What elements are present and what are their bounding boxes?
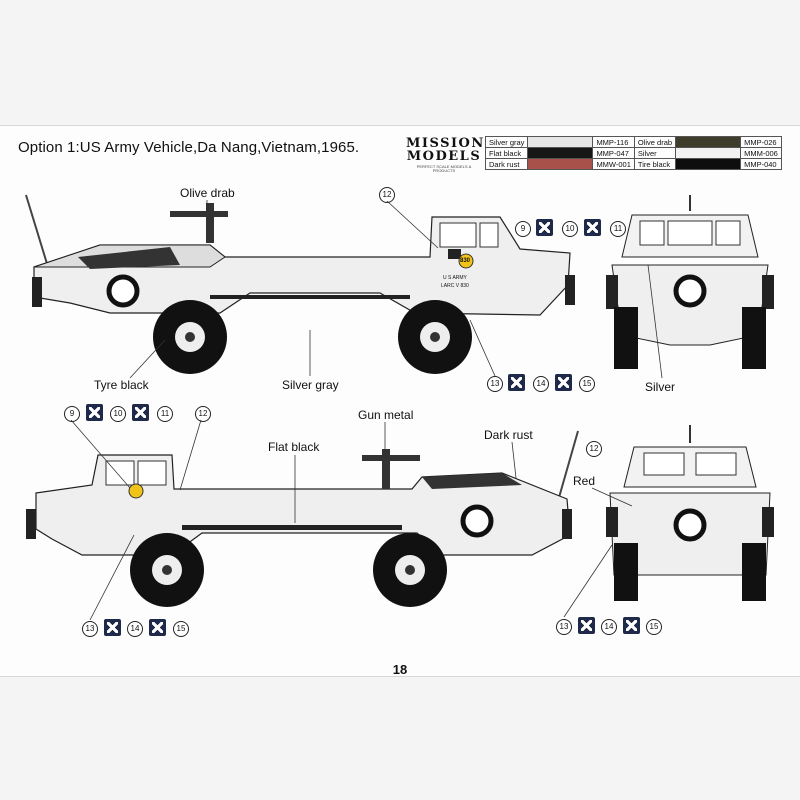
label-silver-gray: Silver gray: [282, 378, 339, 392]
decal-icon: [86, 404, 103, 421]
rear-view-illustration: [606, 425, 774, 601]
paint-name: Tire black: [633, 158, 677, 170]
label-flat-black: Flat black: [268, 440, 320, 454]
decal-icon: [104, 619, 121, 636]
callout-14: 14: [601, 619, 617, 635]
label-gun-metal: Gun metal: [358, 408, 414, 422]
callout-10: 10: [110, 406, 126, 422]
callout-15: 15: [646, 619, 662, 635]
callout-13: 13: [82, 621, 98, 637]
paint-code: MMW-001: [592, 158, 635, 170]
paint-palette-table: Silver gray MMP-116 Olive drab MMP-026 F…: [484, 136, 782, 170]
callout-11: 11: [157, 406, 173, 422]
callout-12: 12: [195, 406, 211, 422]
decal-icon: [508, 374, 525, 391]
callout-9: 9: [515, 221, 531, 237]
callout-15: 15: [173, 621, 189, 637]
side-view-right-illustration: [26, 430, 579, 607]
paint-name: Dark rust: [484, 158, 529, 170]
decal-lot-marking: LARC V 830: [441, 283, 469, 289]
mission-models-logo: MISSION MODELS PERFECT SCALE MODELS & PR…: [406, 136, 485, 173]
option-title: Option 1:US Army Vehicle,Da Nang,Vietnam…: [18, 139, 360, 156]
paint-code: MMP-040: [740, 158, 782, 170]
side-view-left-illustration: [25, 194, 575, 374]
decal-icon: [132, 404, 149, 421]
palette-row: Dark rust MMW-001 Tire black MMP-040: [484, 158, 782, 170]
callout-14: 14: [127, 621, 143, 637]
logo-tagline: PERFECT SCALE MODELS & PRODUCTS: [416, 164, 472, 173]
decal-icon: [536, 219, 553, 236]
decal-icon: [623, 617, 640, 634]
decal-number-marking: 830: [460, 258, 471, 264]
callout-12: 12: [586, 441, 602, 457]
label-silver: Silver: [645, 380, 676, 394]
label-tyre-black: Tyre black: [94, 378, 149, 392]
paint-swatch: [675, 158, 742, 170]
logo-line1: MISSION: [406, 136, 485, 151]
callout-10: 10: [562, 221, 578, 237]
decal-icon: [149, 619, 166, 636]
decal-icon: [578, 617, 595, 634]
front-view-illustration: [606, 195, 774, 369]
decal-icon: [584, 219, 601, 236]
decal-unit-marking: U S ARMY: [443, 275, 467, 281]
logo-line2: MODELS: [406, 149, 482, 164]
label-red: Red: [573, 474, 596, 488]
decal-icon: [555, 374, 572, 391]
callout-15: 15: [579, 376, 595, 392]
label-dark-rust: Dark rust: [484, 428, 533, 442]
callout-14: 14: [533, 376, 549, 392]
page-number: 18: [392, 662, 408, 677]
label-olive-drab: Olive drab: [180, 186, 235, 200]
callout-13: 13: [487, 376, 503, 392]
callout-13: 13: [556, 619, 572, 635]
callout-11: 11: [610, 221, 626, 237]
callout-12: 12: [379, 187, 395, 203]
